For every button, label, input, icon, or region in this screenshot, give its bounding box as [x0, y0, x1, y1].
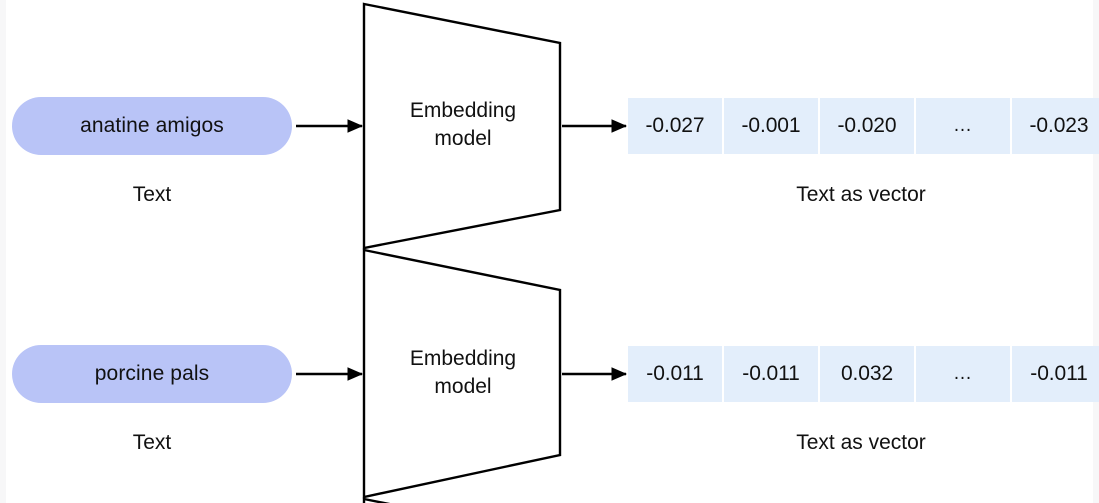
vector-cell: 0.032 — [820, 346, 914, 402]
text-input-pill-2[interactable]: porcine pals — [12, 345, 292, 403]
vector-cell: -0.011 — [1012, 346, 1099, 402]
text-input-pill-1[interactable]: anatine amigos — [12, 97, 292, 155]
vector-caption-1: Text as vector — [796, 183, 926, 206]
vector-row-1: -0.027 -0.001 -0.020 … -0.023 — [628, 98, 1099, 154]
text-caption-2: Text — [132, 431, 172, 454]
embedding-model-label-1: Embedding model — [383, 97, 543, 152]
embedding-model-label-2-line1: Embedding — [409, 347, 517, 370]
vector-cell: -0.020 — [820, 98, 914, 154]
vector-cell: -0.027 — [628, 98, 722, 154]
vector-caption-2: Text as vector — [796, 431, 926, 454]
embedding-model-label-2-line2: model — [434, 374, 492, 398]
embedding-model-label-1-line2: model — [434, 126, 492, 150]
embedding-model-label-2: Embedding model — [383, 345, 543, 400]
vector-cell: -0.011 — [724, 346, 818, 402]
text-input-label-2: porcine pals — [94, 362, 210, 385]
vector-cell: -0.023 — [1012, 98, 1099, 154]
vector-cell: -0.001 — [724, 98, 818, 154]
embedding-model-label-1-line1: Embedding — [409, 99, 517, 122]
embedding-model-shape-3-cropped — [362, 497, 391, 503]
text-input-label-1: anatine amigos — [80, 114, 224, 137]
vector-cell: -0.011 — [628, 346, 722, 402]
text-caption-1: Text — [132, 183, 172, 206]
vector-cell-ellipsis: … — [916, 98, 1010, 154]
page-gutter-left — [0, 0, 6, 503]
vector-cell-ellipsis: … — [916, 346, 1010, 402]
page-gutter-right — [1093, 0, 1099, 503]
vector-row-2: -0.011 -0.011 0.032 … -0.011 — [628, 346, 1099, 402]
